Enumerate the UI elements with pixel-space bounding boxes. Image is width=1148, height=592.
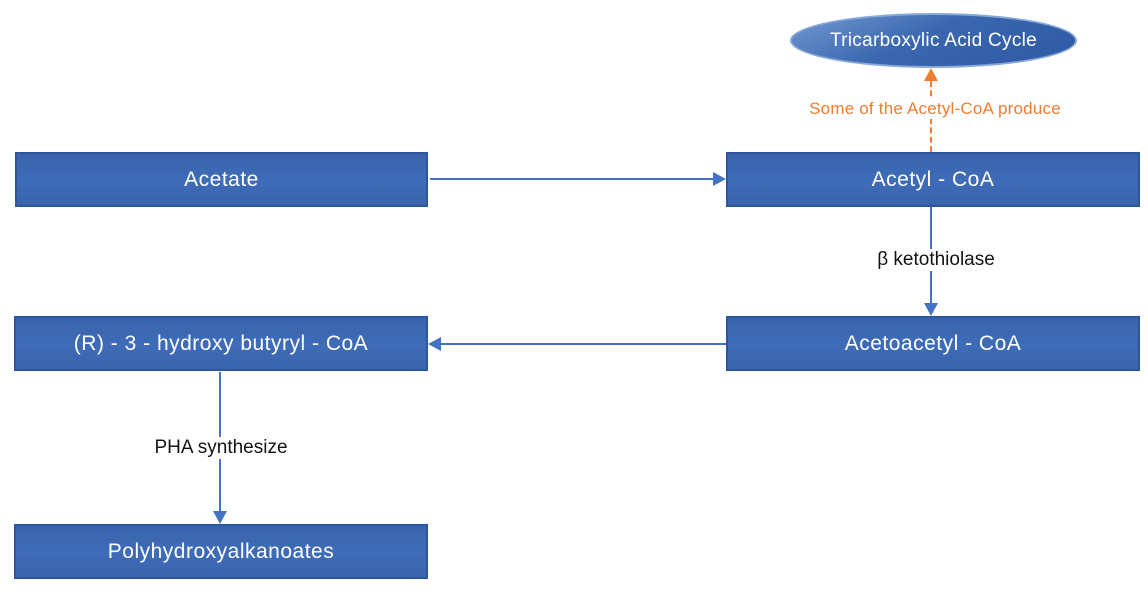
node-acetate-label: Acetate [184,167,259,191]
node-acetyl-coa-label: Acetyl - CoA [871,167,995,191]
node-polyhydroxyalkanoates-label: Polyhydroxyalkanoates [107,539,335,563]
arrow-hydroxybutyrylcoa-to-pha-head-icon [213,511,227,524]
arrow-acetate-to-acetylcoa-head-icon [713,172,726,186]
node-acetoacetyl-coa-label: Acetoacetyl - CoA [844,331,1022,355]
node-r3-hydroxy-butyryl-coa-label: (R) - 3 - hydroxy butyryl - CoA [73,331,369,355]
arrow-acetylcoa-to-tca-head-icon [924,68,938,81]
node-acetoacetyl-coa: Acetoacetyl - CoA [726,316,1140,371]
arrow-acetoacetylcoa-to-hydroxybutyrylcoa-line [441,343,726,345]
node-tca-cycle-label: Tricarboxylic Acid Cycle [829,29,1038,51]
edge-label-pha-synthesize: PHA synthesize [149,437,293,459]
node-r3-hydroxy-butyryl-coa: (R) - 3 - hydroxy butyryl - CoA [14,316,428,371]
node-acetyl-coa: Acetyl - CoA [726,152,1140,207]
arrow-acetate-to-acetylcoa-line [430,178,714,180]
node-acetate: Acetate [15,152,428,207]
arrow-acetoacetylcoa-to-hydroxybutyrylcoa-head-icon [428,337,441,351]
node-polyhydroxyalkanoates: Polyhydroxyalkanoates [14,524,428,579]
arrow-acetylcoa-to-acetoacetylcoa-head-icon [924,303,938,316]
edge-label-acetylcoa-to-tca: Some of the Acetyl-CoA produce [804,99,1066,119]
node-tca-cycle: Tricarboxylic Acid Cycle [790,13,1077,68]
edge-label-beta-ketothiolase: β ketothiolase [872,249,1000,271]
